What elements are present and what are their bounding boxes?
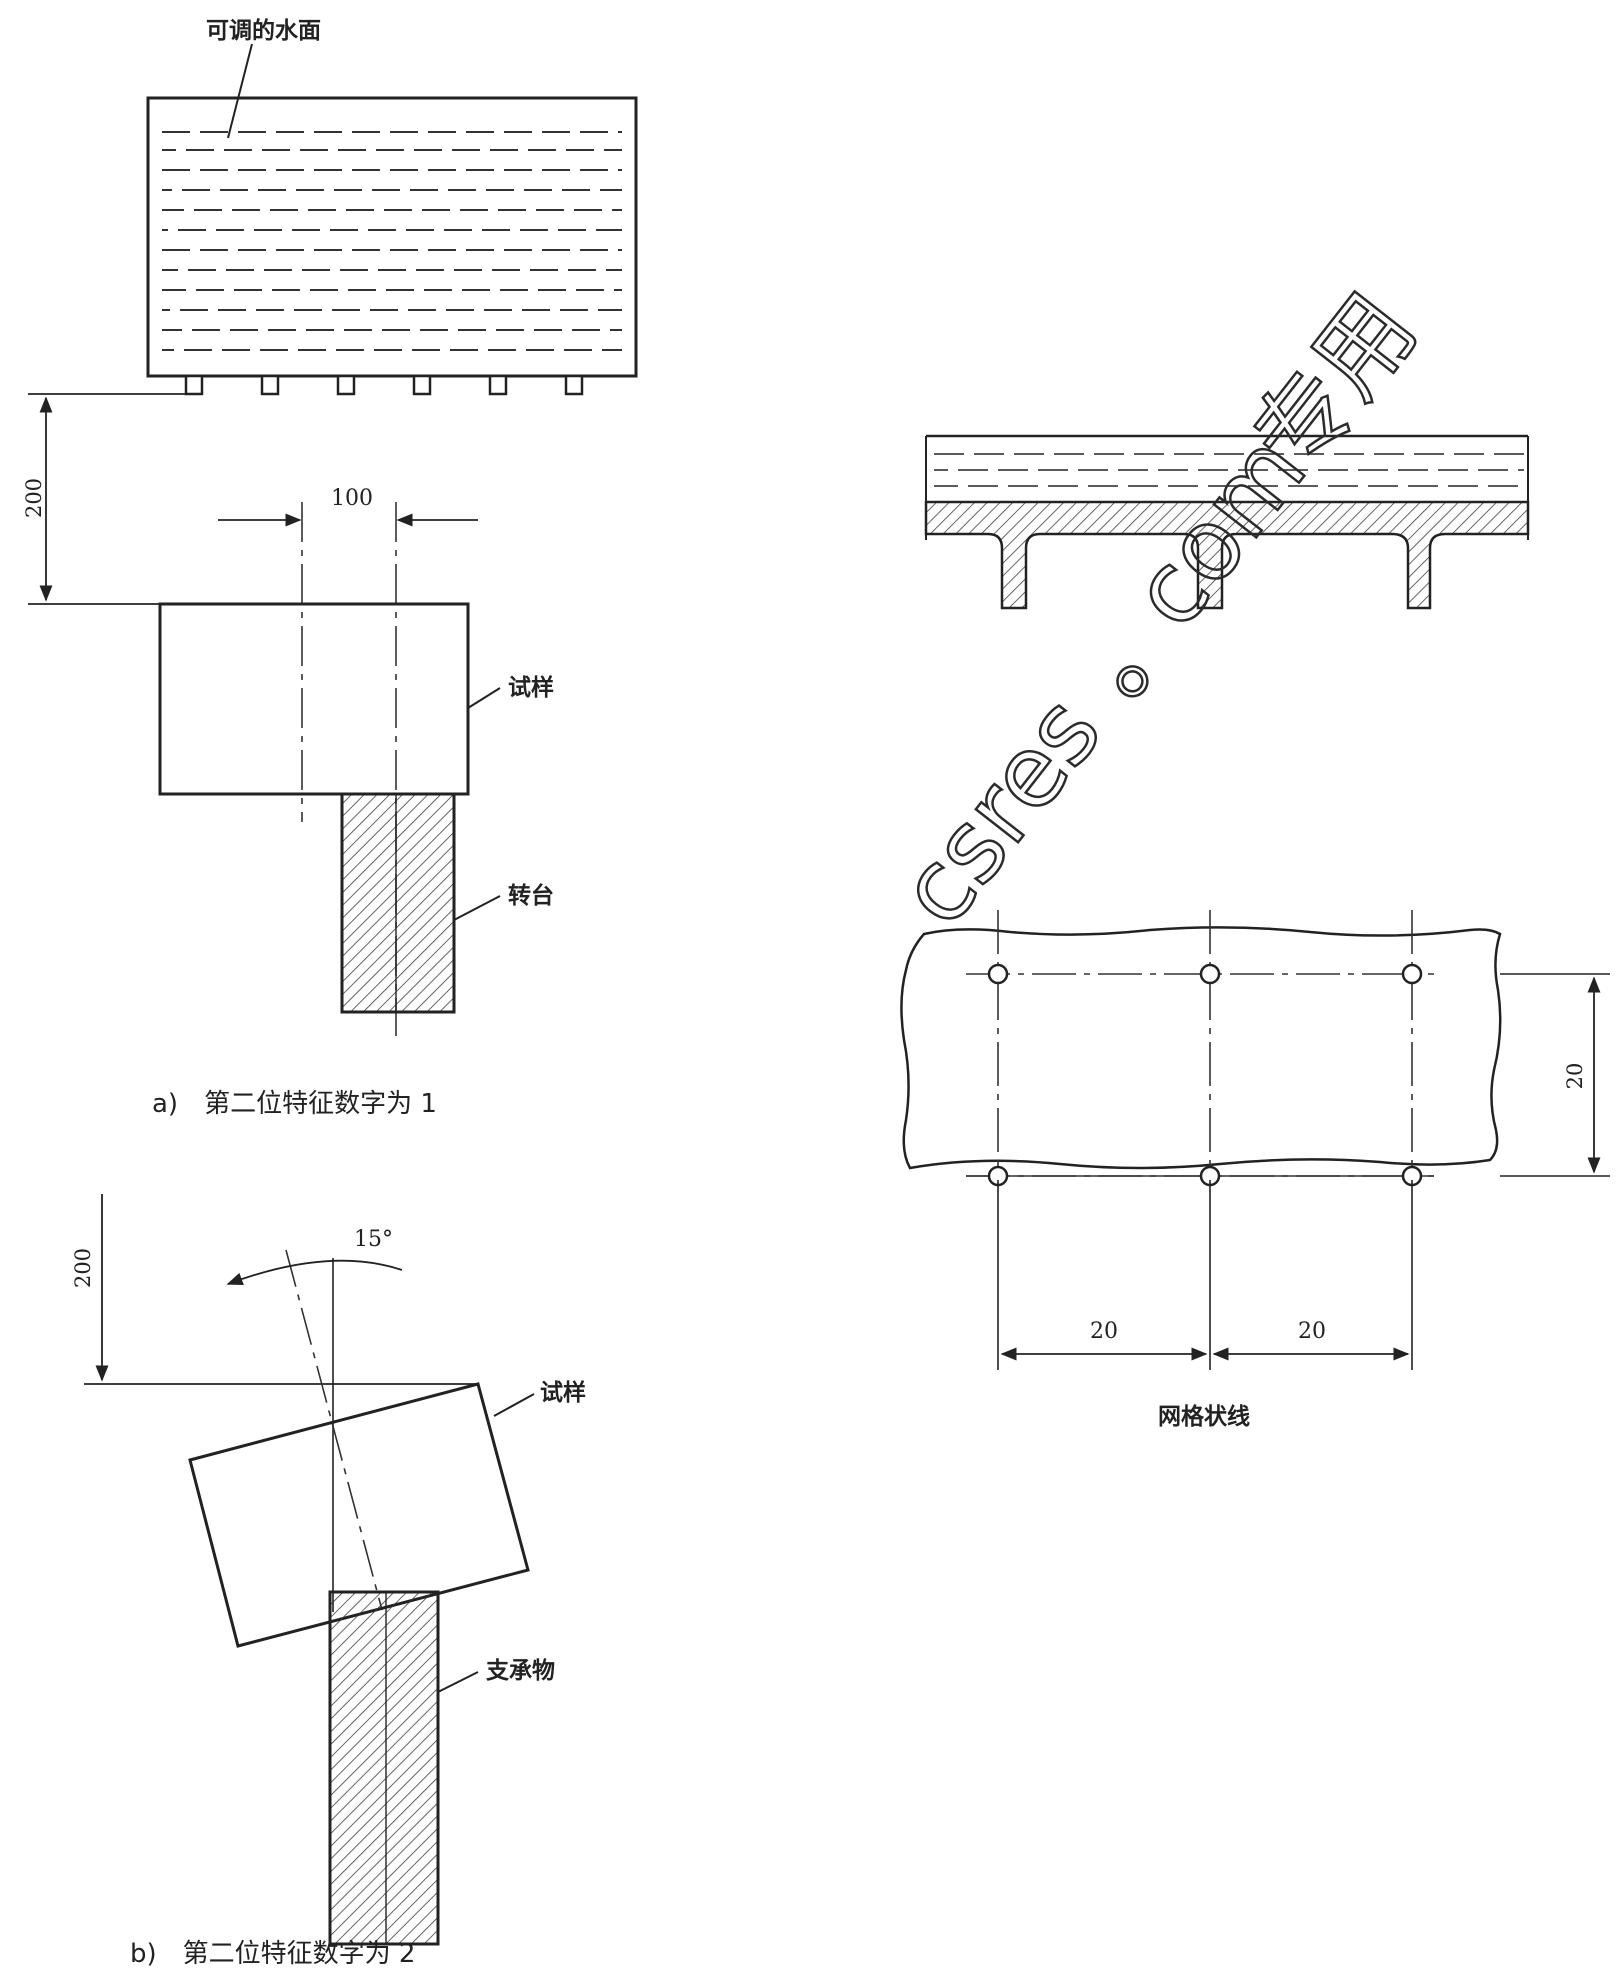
sample-box-b bbox=[188, 1382, 530, 1648]
water-surface-label: 可调的水面 bbox=[206, 17, 321, 44]
nozzle-section bbox=[924, 434, 1530, 610]
water-tank bbox=[146, 96, 638, 396]
figure-a: 可调的水面 200 100 试样 转台 a) 第二位特征数字为 1 bbox=[22, 17, 638, 1119]
watermark-text-1: csres bbox=[877, 676, 1123, 947]
turntable-shaft bbox=[340, 792, 456, 1014]
sample-label-b: 试样 bbox=[540, 1379, 586, 1406]
support-label: 支承物 bbox=[485, 1657, 555, 1684]
grid-detail: 20 20 20 网格状线 bbox=[900, 910, 1610, 1430]
dim-200-a: 200 bbox=[22, 393, 186, 605]
dim-200-a-label: 200 bbox=[22, 478, 46, 518]
support-shaft bbox=[328, 1590, 440, 1946]
watermark: csres 。 com 专用 bbox=[876, 272, 1439, 948]
dim-200-b-label: 200 bbox=[71, 1248, 95, 1288]
nozzle-holes bbox=[987, 963, 1423, 1187]
grid-caption: 网格状线 bbox=[1158, 1403, 1250, 1430]
figure-b: 200 15° 试样 支承物 b) 第二位特征数字为 2 bbox=[71, 1194, 586, 1969]
dim-vertical-20: 20 bbox=[1500, 973, 1610, 1177]
caption-a: a) 第二位特征数字为 1 bbox=[152, 1089, 437, 1119]
dim-100-label: 100 bbox=[331, 486, 373, 511]
turntable-label: 转台 bbox=[508, 882, 554, 909]
dim-h2-label: 20 bbox=[1298, 1319, 1326, 1344]
sample-box-a bbox=[158, 602, 470, 796]
caption-b: b) 第二位特征数字为 2 bbox=[130, 1939, 415, 1969]
dim-horizontal-20: 20 20 bbox=[997, 1180, 1413, 1370]
plate-outline bbox=[900, 926, 1502, 1170]
dim-200-b: 200 bbox=[71, 1194, 478, 1385]
sample-label-a: 试样 bbox=[508, 674, 554, 701]
dim-h1-label: 20 bbox=[1090, 1319, 1118, 1344]
angle-label: 15° bbox=[354, 1227, 393, 1252]
dim-vertical-20-label: 20 bbox=[1563, 1063, 1587, 1090]
